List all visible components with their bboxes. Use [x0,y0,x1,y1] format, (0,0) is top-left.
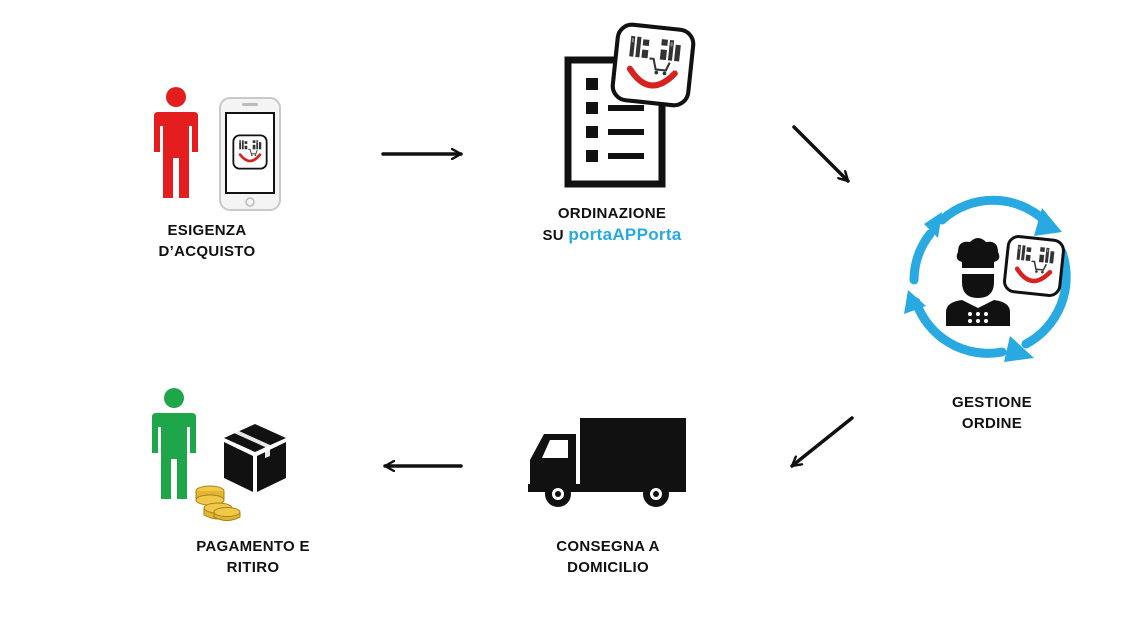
chef-icon [946,238,1010,326]
step-esigenza: ESIGENZA D’ACQUISTO [0,0,281,260]
step-pagamento-label: PAGAMENTO E RITIRO [196,538,310,576]
smartphone-app-icon [219,97,281,211]
step-ordinazione-label: ORDINAZIONE SU portaAPPorta [542,205,682,244]
step-gestione-label: GESTIONE ORDINE [952,394,1032,432]
step-consegna: CONSEGNA A DOMICILIO [0,0,686,576]
coins-icon [195,485,241,521]
step-gestione: GESTIONE ORDINE [0,0,1071,432]
refresh-cycle-icon [904,195,1071,362]
person-green-icon [152,388,196,499]
step-pagamento: PAGAMENTO E RITIRO [0,0,309,576]
delivery-truck-icon [528,418,686,507]
step-esigenza-label: ESIGENZA D’ACQUISTO [158,222,256,260]
step-consegna-label: CONSEGNA A DOMICILIO [556,538,660,576]
package-box-icon [224,424,286,492]
step-ordinazione: ORDINAZIONE SU portaAPPorta [0,0,1,244]
person-red-icon [154,87,198,198]
